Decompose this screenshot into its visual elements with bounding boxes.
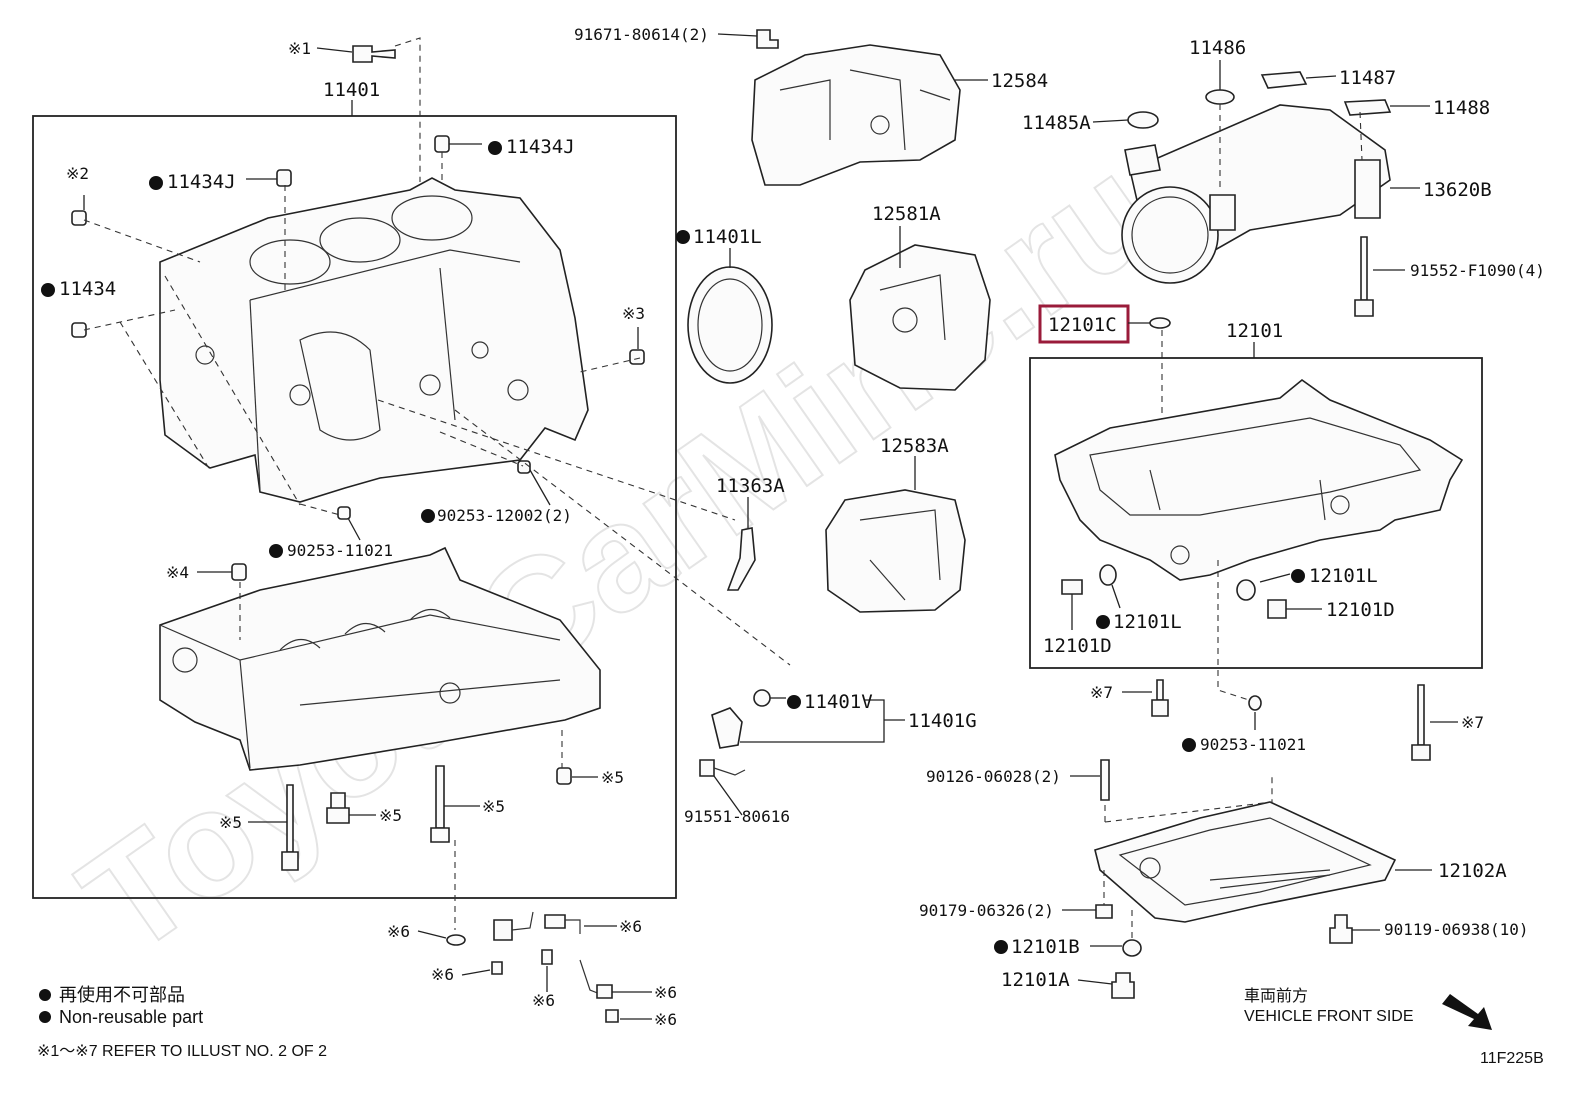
label-11485a: 11485A: [1022, 112, 1091, 134]
direction-english: VEHICLE FRONT SIDE: [1244, 1008, 1414, 1025]
label-90179-06326: 90179-06326(2): [919, 901, 1054, 920]
cylinder-block-drawing: [159, 177, 589, 503]
nut-90179-icon: [1095, 904, 1113, 919]
cover-12581a-drawing: [849, 244, 991, 391]
legend-refer-note: ※1～※7 REFER TO ILLUST NO. 2 OF 2: [37, 1043, 327, 1060]
washer-11485a-icon: [1127, 111, 1159, 129]
oil-pan-12102a-drawing: [1094, 801, 1397, 923]
oil-pan-group-box: [1029, 357, 1483, 669]
label-11401: 11401: [323, 79, 380, 101]
plate-11363a-drawing: [726, 527, 756, 591]
label-91552-f1090: 91552-F1090(4): [1410, 261, 1545, 280]
ref-mark-6c: ※6: [431, 965, 454, 984]
housing-12583a-drawing: [825, 489, 966, 613]
ref-mark-5d: ※5: [482, 797, 505, 816]
label-12101l-right: 12101L: [1309, 565, 1378, 587]
ref-mark-5a: ※5: [601, 768, 624, 787]
label-11487: 11487: [1339, 67, 1396, 89]
washer-11486-icon: [1205, 89, 1235, 105]
timing-cover-12584-drawing: [751, 44, 961, 186]
direction-japanese: 車両前方: [1244, 987, 1308, 1005]
label-90253-11021-right: 90253-11021: [1200, 735, 1306, 754]
ref-mark-3: ※3: [622, 304, 645, 323]
plate-11488-icon: [1343, 99, 1392, 116]
label-11401g: 11401G: [908, 710, 977, 732]
o-ring-12101c-icon: [1149, 317, 1171, 329]
label-11434j-top: 11434J: [506, 136, 575, 158]
label-11401l: 11401L: [693, 226, 762, 248]
ref-mark-5b: ※5: [219, 813, 242, 832]
label-12101a: 12101A: [1001, 969, 1070, 991]
ref-mark-6a: ※6: [387, 922, 410, 941]
ref-mark-5c: ※5: [379, 806, 402, 825]
bolt-icon: [281, 45, 450, 871]
bolt-91552-icon: [1354, 236, 1374, 317]
label-11401v: 11401V: [804, 691, 873, 713]
oil-seal-11401l-drawing: [687, 266, 773, 384]
label-12101d-left: 12101D: [1043, 635, 1112, 657]
ref-mark-1: ※1: [288, 39, 311, 58]
gasket-12101l-icon: [1099, 564, 1256, 601]
oil-jet-ref6-drawing: [446, 911, 619, 1023]
lower-crankcase-drawing: [159, 546, 601, 771]
sensor-11401g-drawing: [699, 689, 771, 777]
ref-mark-7b: ※7: [1461, 713, 1484, 732]
label-12101c: 12101C: [1048, 314, 1117, 336]
oil-pan-no1-12101-drawing: [1054, 378, 1464, 581]
legend-non-reusable: Non-reusable part: [59, 1007, 203, 1027]
drain-plug-12101d-icon: [1061, 579, 1287, 619]
label-90253-12002: 90253-12002(2): [437, 506, 572, 525]
legend-bullet-icon: [39, 1011, 51, 1023]
label-90119-06938: 90119-06938(10): [1384, 920, 1529, 939]
ref-mark-6d: ※6: [532, 991, 555, 1010]
label-11434j-left: 11434J: [167, 171, 236, 193]
ref-mark-6e: ※6: [654, 983, 677, 1002]
label-12102a: 12102A: [1438, 860, 1507, 882]
drain-plug-12101a-icon: [1111, 972, 1135, 999]
front-arrow-icon: [1442, 994, 1492, 1030]
bolt-90119-icon: [1329, 914, 1353, 944]
label-13620b: 13620B: [1423, 179, 1492, 201]
label-12584: 12584: [991, 70, 1048, 92]
dowel-90253-icon: [1248, 695, 1262, 711]
dowel-pin-icon: [71, 135, 645, 785]
balancer-13620b-drawing: [1121, 104, 1391, 284]
label-12101d-right: 12101D: [1326, 599, 1395, 621]
gasket-12101b-icon: [1122, 939, 1142, 957]
ref-mark-7a: ※7: [1090, 683, 1113, 702]
ref-mark-4: ※4: [166, 563, 189, 582]
ref-mark-6f: ※6: [654, 1010, 677, 1029]
bolt-91671-icon: [756, 29, 779, 49]
label-11434: 11434: [59, 278, 116, 300]
label-12101l-left: 12101L: [1113, 611, 1182, 633]
label-90126-06028: 90126-06028(2): [926, 767, 1061, 786]
non-reusable-mark-icon: [41, 141, 1305, 954]
plate-11487-icon: [1260, 71, 1308, 89]
bolt-ref7-icon: [1151, 679, 1431, 761]
label-12101: 12101: [1226, 320, 1283, 342]
legend-japanese: 再使用不可部品: [59, 985, 185, 1005]
label-90253-11021-left: 90253-11021: [287, 541, 393, 560]
label-12583a: 12583A: [880, 435, 949, 457]
cylinder-block-group-box: [32, 115, 677, 899]
stud-90126-icon: [1100, 759, 1110, 801]
ref-mark-6b: ※6: [619, 917, 642, 936]
legend-bullet-icon: [39, 989, 51, 1001]
highlight-box: [1038, 304, 1130, 344]
label-11363a: 11363A: [716, 475, 785, 497]
label-12581a: 12581A: [872, 203, 941, 225]
label-11488: 11488: [1433, 97, 1490, 119]
figure-code: 11F225B: [1480, 1050, 1544, 1067]
label-12101b: 12101B: [1011, 936, 1080, 958]
label-91671-80614: 91671-80614(2): [574, 25, 709, 44]
ref-mark-2: ※2: [66, 164, 89, 183]
label-11486: 11486: [1189, 37, 1246, 59]
label-91551-80616: 91551-80616: [684, 807, 790, 826]
